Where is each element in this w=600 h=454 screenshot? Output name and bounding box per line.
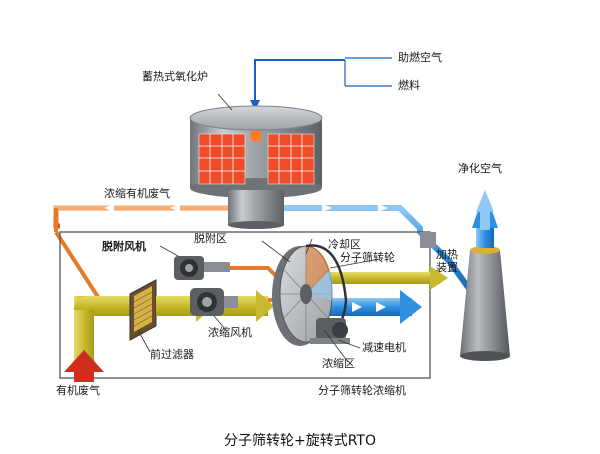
clean-air-label: 净化空气	[458, 162, 502, 175]
sieve-wheel-label: 分子筛转轮	[340, 251, 395, 264]
cooling-zone-label: 冷却区	[328, 238, 361, 251]
reduction-motor-label: 减速电机	[362, 341, 406, 354]
prefilter-label: 前过滤器	[150, 348, 194, 361]
rto-label: 蓄热式氧化炉	[142, 70, 208, 83]
desorption-fan-label: 脱附风机	[102, 240, 146, 253]
waste-gas-inlet	[64, 296, 134, 382]
concentration-fan	[190, 288, 238, 316]
chimney	[460, 190, 510, 361]
sieve-wheel	[272, 244, 348, 346]
reduction-motor	[310, 318, 350, 344]
figure-caption: 分子筛转轮+旋转式RTO	[223, 433, 376, 449]
heating-device-label: 加热装置	[436, 248, 458, 274]
heating-device	[420, 232, 436, 248]
rto-oxidizer	[189, 105, 323, 229]
desorption-fan	[174, 256, 230, 280]
desorption-zone-label: 脱附区	[194, 232, 227, 245]
combustion-air-label: 助燃空气	[398, 51, 442, 64]
concentration-zone-label: 浓缩区	[322, 357, 355, 370]
prefilter	[129, 279, 157, 341]
clean-air-flow	[284, 204, 473, 292]
leader-lines	[137, 93, 381, 363]
fuel-label: 燃料	[398, 79, 420, 92]
gas-supply-lines	[250, 57, 392, 110]
concentrator-label: 分子筛转轮浓缩机	[318, 384, 406, 397]
concentration-fan-label: 浓缩风机	[208, 326, 252, 339]
concentrator-enclosure	[59, 231, 431, 379]
clean-output-flow	[320, 290, 422, 324]
concentrated-gas-label: 浓缩有机废气	[104, 187, 170, 200]
organic-waste-gas-label: 有机废气	[56, 384, 100, 397]
